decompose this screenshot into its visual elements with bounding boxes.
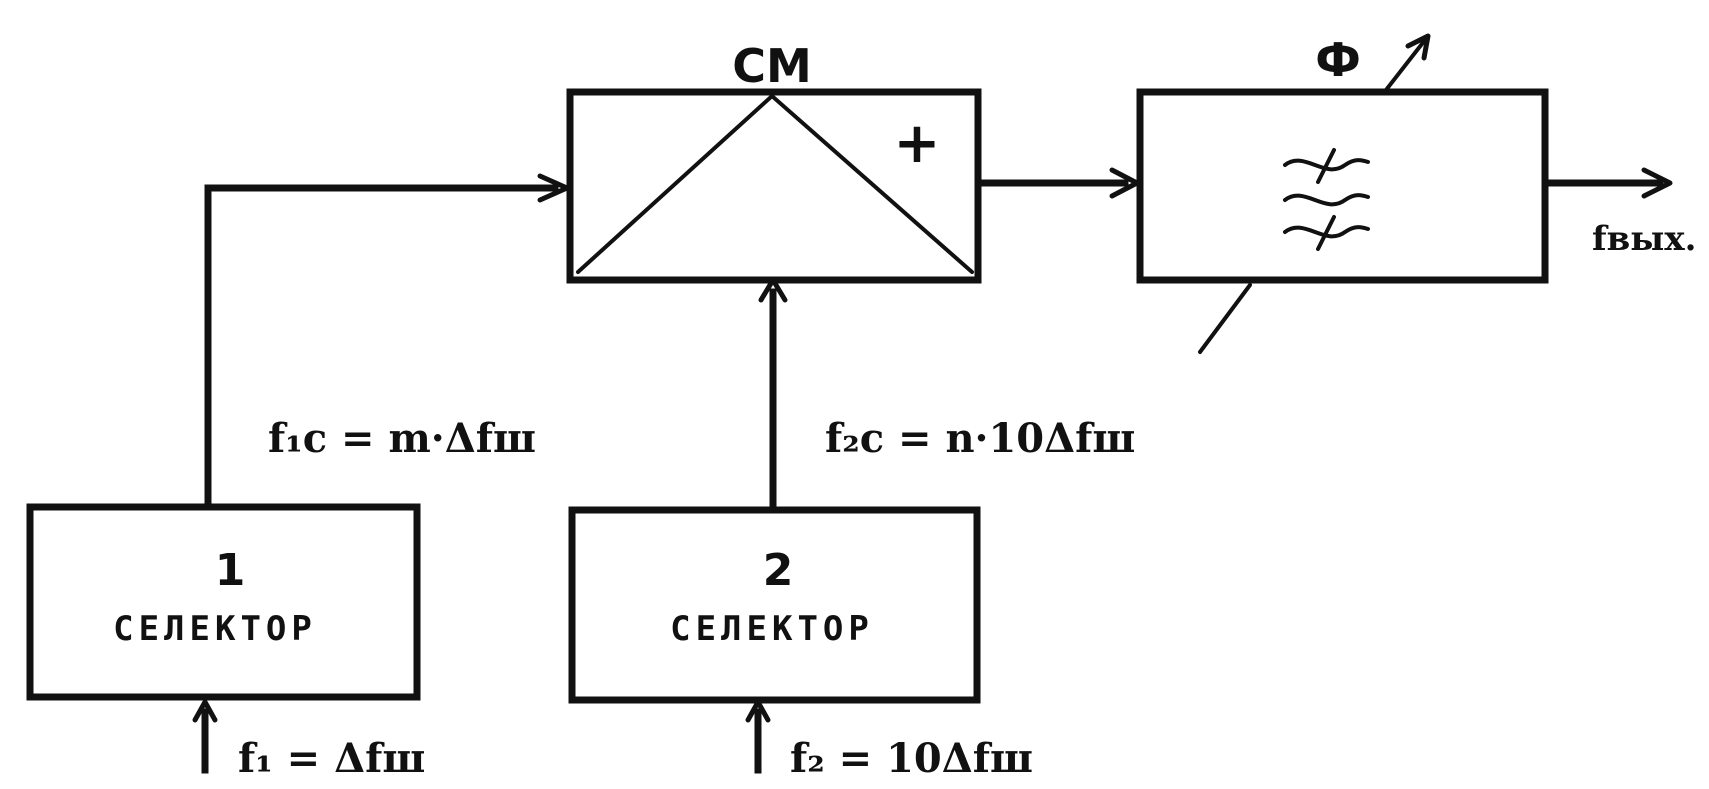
selector-1-number: 1 [215,545,246,596]
selector-1-block [26,503,421,701]
arrowhead-output [1641,167,1673,199]
filter-block [1136,88,1549,284]
mixer-label: СМ [732,39,812,93]
selector-2-block [568,506,981,704]
wire-selector1-to-mixer [204,184,559,509]
selector-1-label: СЕЛЕКТОР [113,609,317,649]
selector-2-number: 2 [763,545,794,596]
signal-fout-label: fвых. [1592,219,1696,259]
signal-f1c-label: f₁c = m·Δfш [268,415,536,462]
selector-2-label: СЕЛЕКТОР [670,609,874,649]
signal-f2-label: f₂ = 10Δfш [790,735,1033,782]
bandpass-filter-icon [1283,148,1370,251]
mixer-block [566,88,982,284]
mixer-sign: + [894,111,941,176]
signal-f2c-label: f₂c = n·10Δfш [825,415,1135,462]
mixer-symbol-triangle [576,93,974,274]
tuning-arrow-icon [1198,33,1431,354]
signal-f1-label: f₁ = Δfш [238,735,425,782]
arrowhead-input-f1 [192,699,218,723]
filter-label: Ф [1315,33,1361,87]
